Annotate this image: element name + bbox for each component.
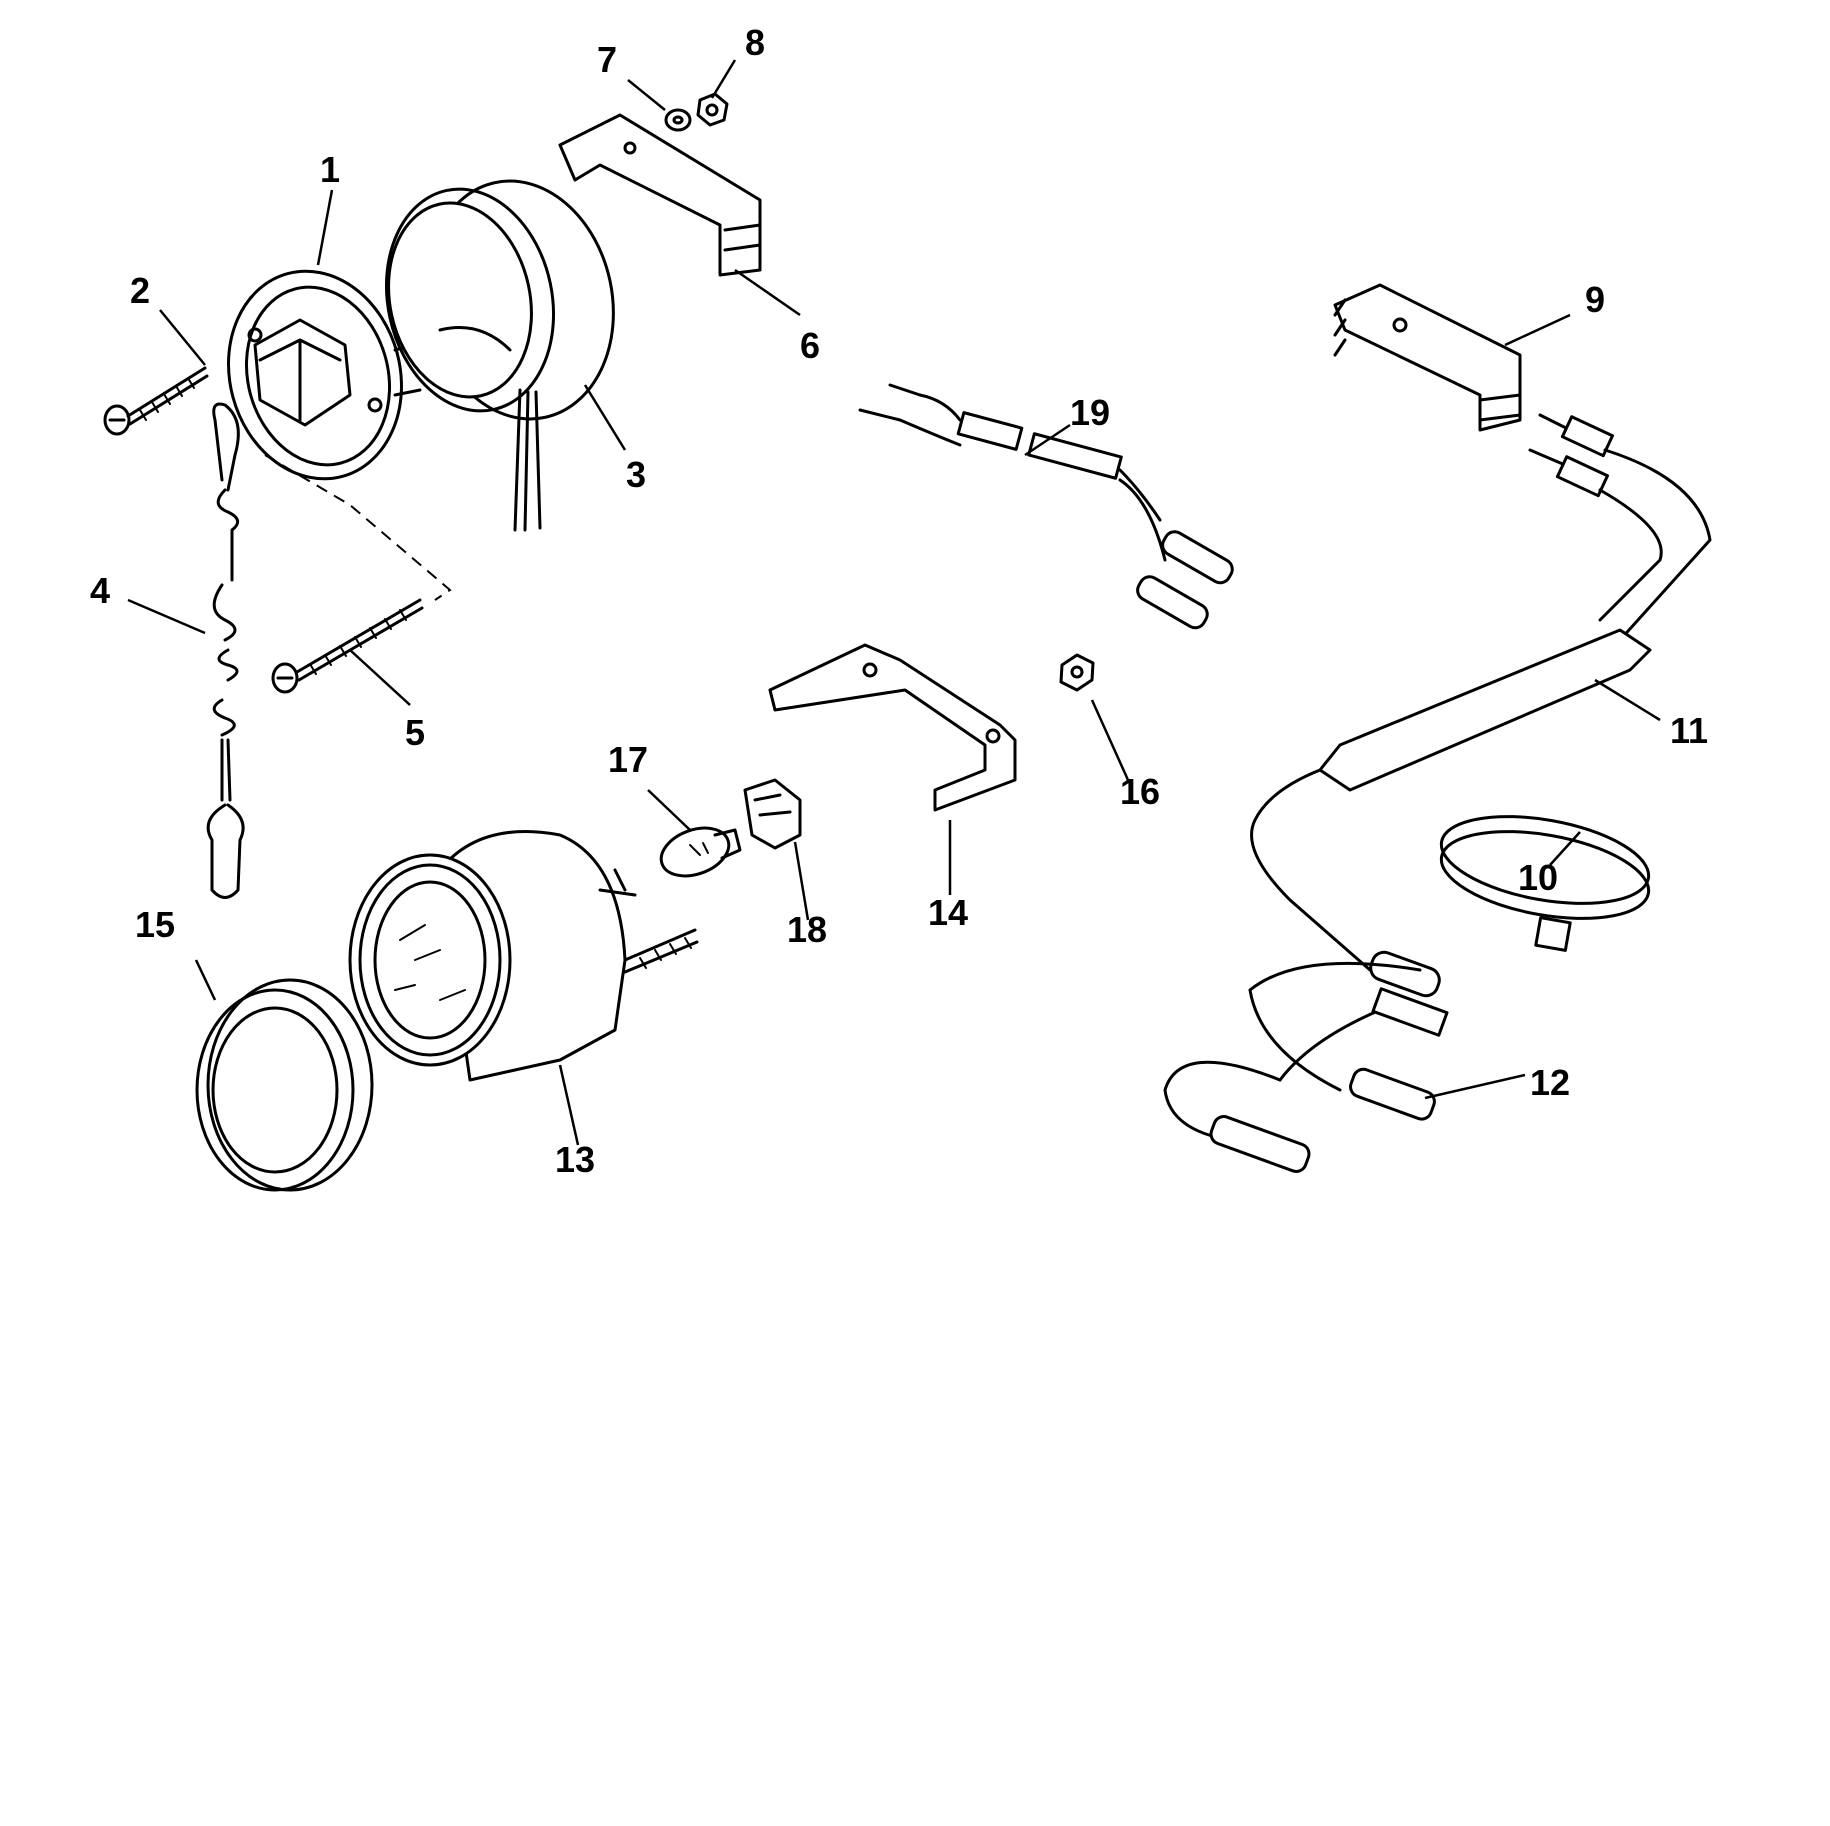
callout-7: 7	[597, 39, 617, 80]
part-8-nut	[696, 92, 729, 127]
callout-8: 8	[745, 22, 765, 63]
part-4-lanyard	[206, 402, 245, 899]
part-6-bracket	[558, 113, 762, 277]
callout-5: 5	[405, 712, 425, 753]
callout-labels: 1 2 3 4 5 6 7 8 9 10 11 12 13 14 15 16 1…	[90, 22, 1708, 1180]
part-7-washer	[664, 108, 692, 132]
callout-12: 12	[1530, 1062, 1570, 1103]
callout-11: 11	[1670, 710, 1708, 751]
part-12-adaptor	[1163, 961, 1449, 1173]
callout-3: 3	[626, 454, 646, 495]
part-15-bezel	[195, 978, 374, 1192]
part-9-bracket	[1333, 283, 1522, 432]
callout-16: 16	[1120, 771, 1160, 812]
callout-17: 17	[608, 739, 648, 780]
callout-4: 4	[90, 570, 110, 611]
part-5-screw	[271, 598, 424, 694]
part-18-socket	[743, 778, 802, 850]
part-2-screw	[103, 366, 209, 436]
callout-18: 18	[787, 909, 827, 950]
callout-19: 19	[1070, 392, 1110, 433]
part-17-bulb	[659, 826, 742, 878]
part-14-bracket	[768, 643, 1017, 812]
part-19-harness	[858, 383, 1234, 630]
callout-14: 14	[928, 892, 968, 933]
part-10-clamp	[1439, 815, 1651, 952]
callout-6: 6	[800, 325, 820, 366]
part-3-housing	[384, 179, 615, 532]
part-13-gauge	[348, 830, 699, 1082]
part-11-harness	[1250, 413, 1712, 998]
leader-lines	[127, 59, 1661, 1146]
dashed-guide	[264, 454, 452, 601]
callout-2: 2	[130, 270, 150, 311]
callout-13: 13	[555, 1139, 595, 1180]
callout-10: 10	[1518, 857, 1558, 898]
callout-1: 1	[320, 149, 340, 190]
callout-15: 15	[135, 904, 175, 945]
callout-9: 9	[1585, 279, 1605, 320]
part-16-nut	[1059, 653, 1095, 692]
